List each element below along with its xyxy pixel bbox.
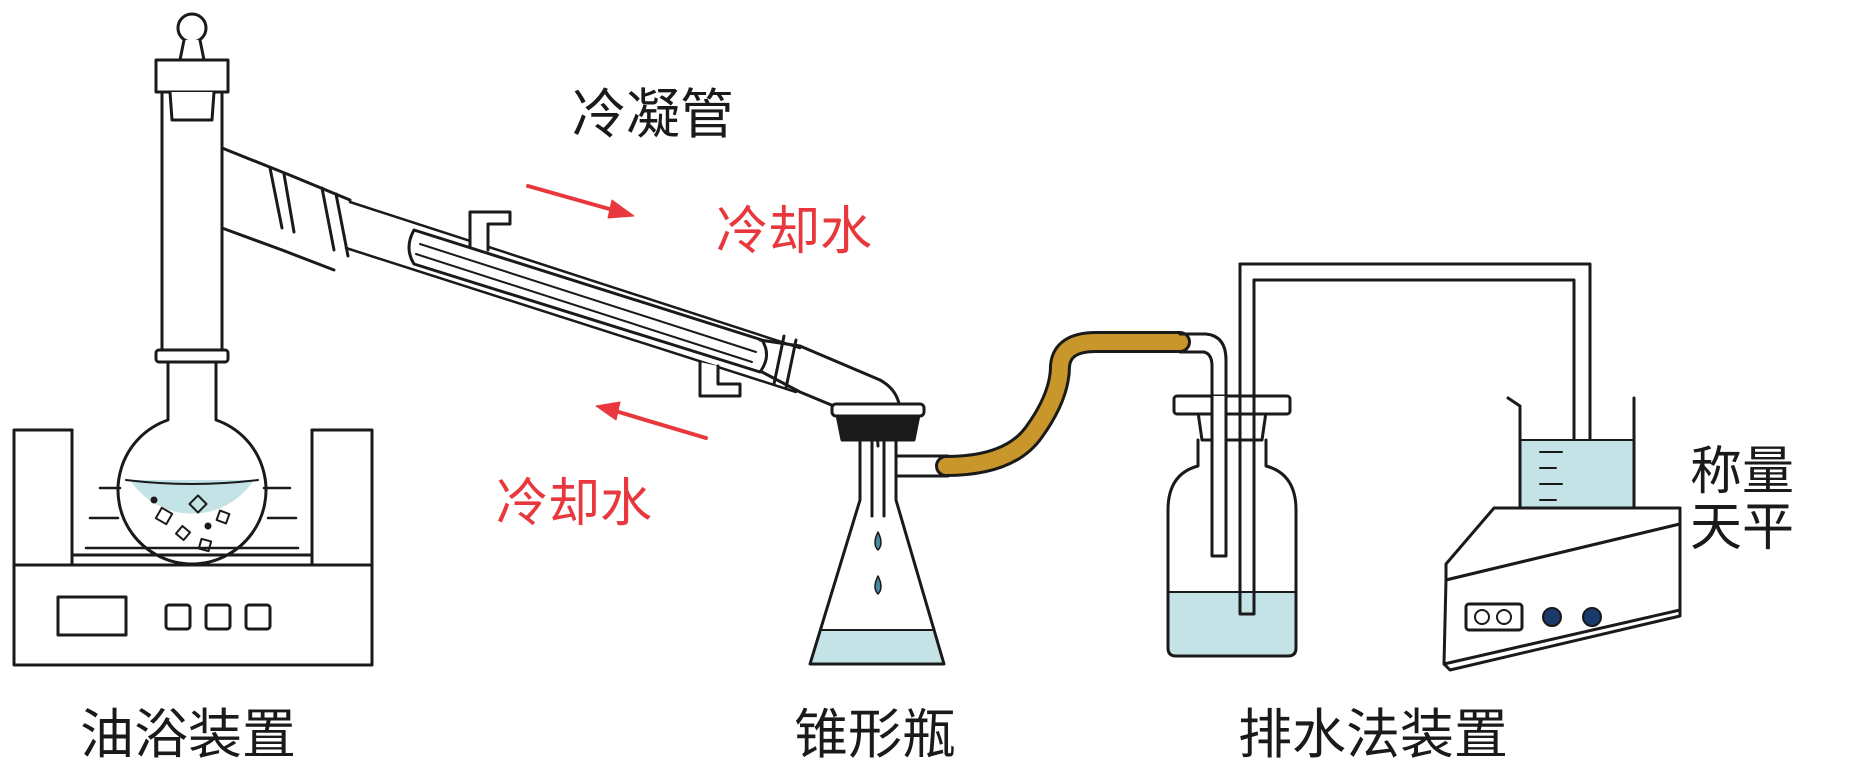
boiling-stones [150, 494, 231, 553]
cooling-water-arrows [526, 184, 708, 440]
arrow-in-icon [526, 184, 635, 219]
label-cooling-water-in: 冷却水 [716, 202, 873, 262]
electronic-balance [1442, 506, 1682, 672]
label-conical-flask: 锥形瓶 [794, 703, 956, 766]
oil-level-lines [84, 486, 300, 550]
water-displacement-bottle [1166, 262, 1298, 658]
label-condenser: 冷凝管 [572, 83, 734, 146]
condenser [344, 200, 902, 448]
stopper [168, 90, 216, 122]
droplet-2 [874, 575, 882, 595]
round-bottom-flask [116, 348, 268, 566]
stopper-knob [176, 12, 208, 44]
label-balance-line2: 天平 [1690, 498, 1795, 559]
rubber-tube [935, 331, 1191, 477]
heater-display [56, 595, 128, 637]
condenser-outlet [698, 360, 742, 398]
delivery-tube [1238, 262, 1592, 466]
condenser-inlet [468, 210, 512, 252]
condenser-jacket [407, 228, 768, 374]
oil-bath-apparatus [12, 428, 374, 667]
distilling-head [154, 12, 352, 352]
flask-joint [154, 348, 230, 364]
label-cooling-water-out: 冷却水 [496, 474, 653, 534]
label-water-displacement: 排水法装置 [1238, 703, 1508, 766]
heater-button-3 [244, 603, 272, 631]
balance-knob-1 [1542, 607, 1562, 627]
balance-knob-2 [1582, 607, 1602, 627]
conical-flask-liquid [810, 630, 944, 664]
label-oil-bath: 油浴装置 [80, 703, 296, 766]
flask-liquid [130, 480, 254, 514]
droplet-1 [874, 531, 882, 551]
arrow-out-icon [595, 401, 708, 440]
heater-button-2 [204, 603, 232, 631]
bottle-liquid [1168, 592, 1296, 656]
label-balance-line1: 称量 [1690, 442, 1795, 502]
conical-flask [808, 402, 950, 666]
label-balance: 称量 天平 [1690, 444, 1794, 556]
heater-button-1 [164, 603, 192, 631]
